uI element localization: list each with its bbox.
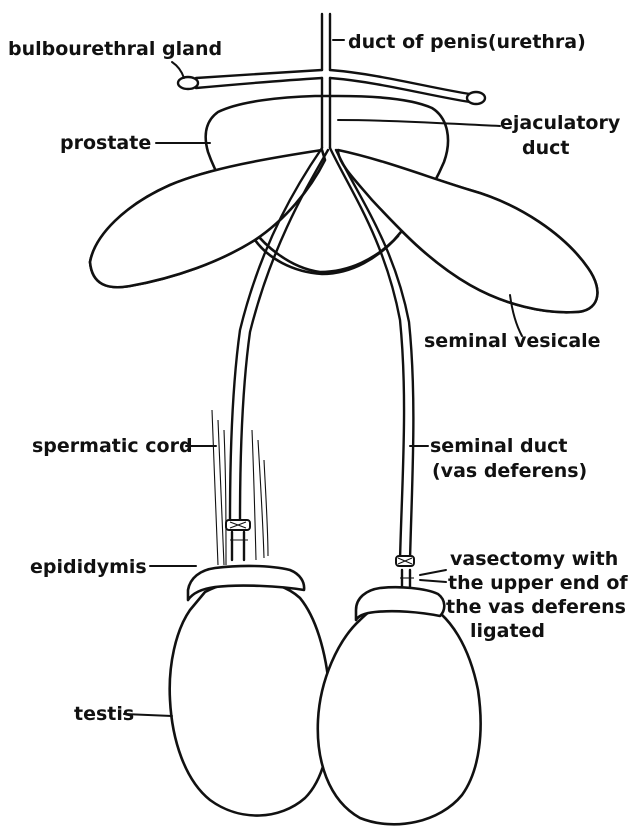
bulbourethral-duct-left: [196, 70, 322, 88]
vasectomy-ligature: [396, 556, 414, 590]
label-bulbourethral-gland: bulbourethral gland: [8, 38, 222, 60]
label-spermatic-cord: spermatic cord: [32, 435, 193, 457]
label-seminal-duct-1: seminal duct: [430, 435, 567, 457]
label-vasectomy-1: vasectomy with: [450, 548, 618, 570]
testis-left: [170, 581, 331, 815]
label-testis: testis: [74, 703, 134, 725]
label-ejaculatory-duct-1: ejaculatory: [500, 112, 620, 134]
urethra: [322, 14, 330, 70]
label-seminal-vesicle: seminal vesicale: [424, 330, 601, 352]
label-duct-of-penis: duct of penis(urethra): [348, 31, 586, 53]
label-vasectomy-3: the vas deferens: [446, 596, 626, 618]
leader-vasectomy: [420, 570, 446, 582]
leader-bulbourethral: [172, 62, 184, 78]
label-ejaculatory-duct-2: duct: [522, 137, 569, 159]
label-vasectomy-4: ligated: [470, 620, 545, 642]
testis-right: [318, 597, 481, 824]
label-prostate: prostate: [60, 132, 151, 154]
label-seminal-duct-2: (vas deferens): [432, 460, 587, 482]
bulbourethral-gland-left: [178, 77, 198, 89]
bulbourethral-gland-right: [467, 92, 485, 104]
left-ligature: [226, 520, 250, 560]
label-vasectomy-2: the upper end of: [448, 572, 628, 594]
label-epididymis: epididymis: [30, 556, 147, 578]
